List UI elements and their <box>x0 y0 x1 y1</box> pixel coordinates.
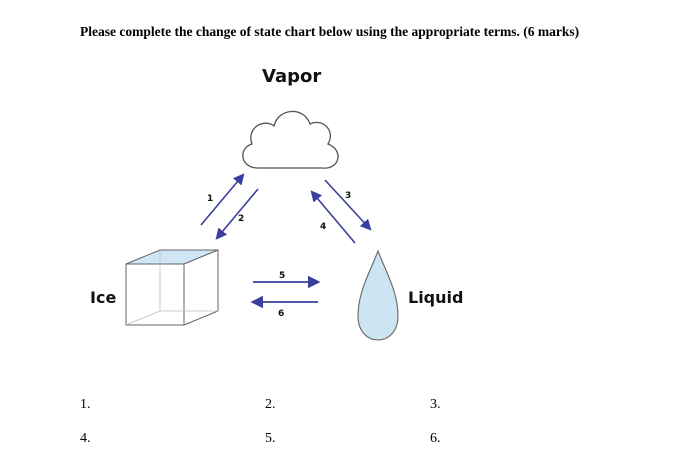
arrow-4-label: 4 <box>320 222 326 232</box>
arrow-4 <box>310 190 356 244</box>
answer-3: 3. <box>430 397 441 412</box>
answer-4: 4. <box>80 431 91 446</box>
arrow-2-label: 2 <box>238 214 244 224</box>
arrow-5-label: 5 <box>279 271 285 281</box>
liquid-label: Liquid <box>408 288 464 307</box>
arrow-1 <box>200 173 245 226</box>
vapor-label: Vapor <box>262 66 322 87</box>
answer-5: 5. <box>265 431 276 446</box>
answer-2: 2. <box>265 397 276 412</box>
water-drop-icon <box>357 249 399 341</box>
cloud-icon <box>242 110 339 169</box>
ice-label: Ice <box>90 288 117 307</box>
arrow-3 <box>324 179 372 231</box>
arrow-1-label: 1 <box>207 194 213 204</box>
question-text: Please complete the change of state char… <box>80 24 580 39</box>
ice-cube-icon <box>125 249 219 326</box>
arrow-2 <box>215 188 259 240</box>
arrow-3-label: 3 <box>345 191 351 201</box>
answer-1: 1. <box>80 397 91 412</box>
arrow-6-label: 6 <box>278 309 284 319</box>
answer-6: 6. <box>430 431 441 446</box>
